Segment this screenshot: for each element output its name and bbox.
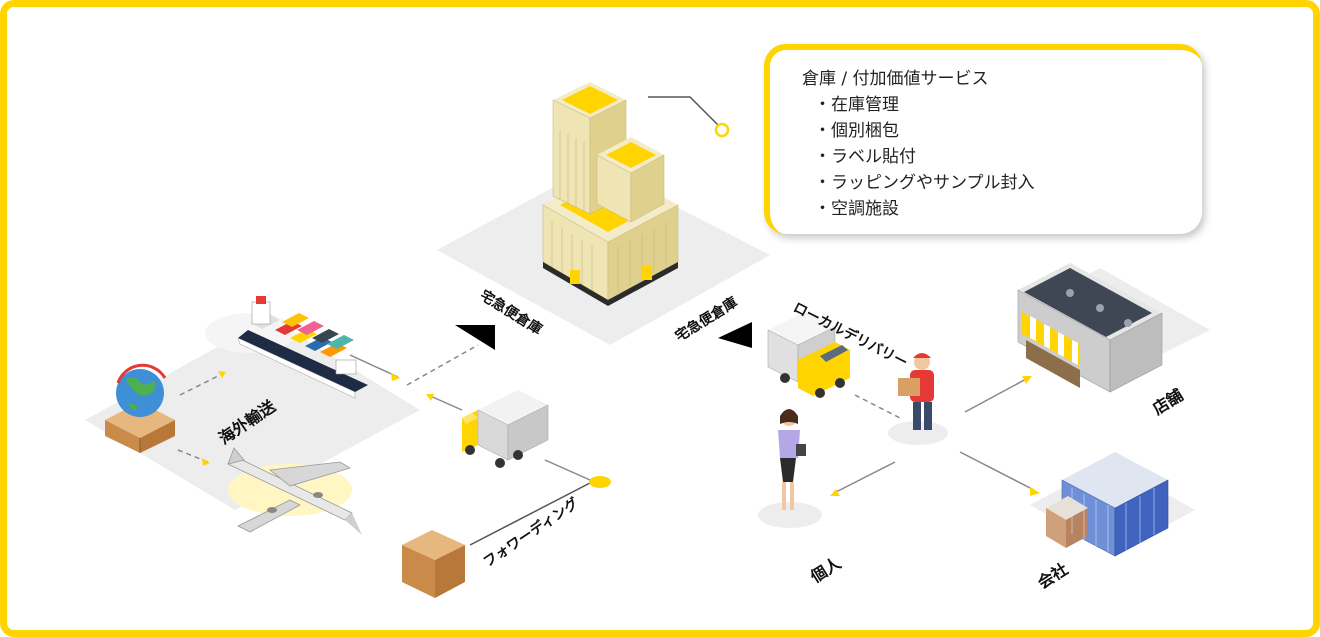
service-item-climate: 空調施設 bbox=[814, 196, 1182, 222]
services-list: 在庫管理 個別梱包 ラベル貼付 ラッピングやサンプル封入 空調施設 bbox=[802, 92, 1182, 222]
store-building-icon bbox=[1017, 263, 1163, 393]
callout-connector-dot bbox=[714, 122, 730, 138]
service-item-packing: 個別梱包 bbox=[814, 118, 1182, 144]
woman-icon bbox=[778, 409, 806, 510]
callout-connector bbox=[648, 96, 721, 128]
flow-arrow-to-company bbox=[1030, 487, 1040, 496]
flow-line-to-warehouse bbox=[406, 344, 479, 386]
forwarding-connector-dot bbox=[589, 476, 611, 488]
globe-box-icon bbox=[105, 363, 175, 453]
flow-arrow-ship-to-hub bbox=[391, 373, 400, 381]
person-shadow bbox=[758, 502, 822, 528]
service-item-inventory: 在庫管理 bbox=[814, 92, 1182, 118]
flow-line-to-company bbox=[959, 451, 1035, 491]
flow-line-ship-to-hub bbox=[349, 354, 399, 378]
delivery-truck-icon bbox=[767, 312, 850, 398]
service-item-wrapping: ラッピングやサンプル封入 bbox=[814, 170, 1182, 196]
courier-shadow bbox=[888, 421, 948, 445]
container-ship-icon bbox=[237, 296, 368, 399]
flow-line-truck-to-courier bbox=[854, 394, 901, 419]
company-building-icon bbox=[1046, 452, 1169, 557]
flow-line-truck-to-forwarding bbox=[544, 459, 591, 481]
flow-arrow-to-individual bbox=[830, 489, 840, 496]
flow-arrow-box-to-plane bbox=[202, 458, 210, 466]
logistics-scene bbox=[85, 82, 1210, 598]
forwarding-truck-icon bbox=[462, 390, 549, 468]
warehouse-services-callout: 倉庫 / 付加価値サービス 在庫管理 個別梱包 ラベル貼付 ラッピングやサンプル… bbox=[764, 44, 1202, 234]
direction-arrow-left bbox=[455, 325, 495, 350]
flow-line-truck-to-hub bbox=[427, 394, 463, 411]
airplane-icon bbox=[227, 447, 362, 535]
flow-line-to-individual bbox=[835, 461, 896, 493]
flow-arrow-box-to-ship bbox=[218, 371, 226, 378]
direction-arrow-right bbox=[718, 322, 752, 348]
service-item-labeling: ラベル貼付 bbox=[814, 144, 1182, 170]
flow-arrow-truck-to-hub bbox=[426, 394, 434, 401]
warehouse-building-icon bbox=[542, 82, 679, 306]
courier-icon bbox=[898, 353, 934, 430]
forwarding-connector bbox=[469, 482, 591, 546]
flow-arrow-to-store bbox=[1022, 376, 1032, 384]
cardboard-box-icon bbox=[402, 530, 465, 598]
flow-line-to-store bbox=[964, 377, 1029, 413]
callout-title: 倉庫 / 付加価値サービス bbox=[802, 69, 989, 89]
